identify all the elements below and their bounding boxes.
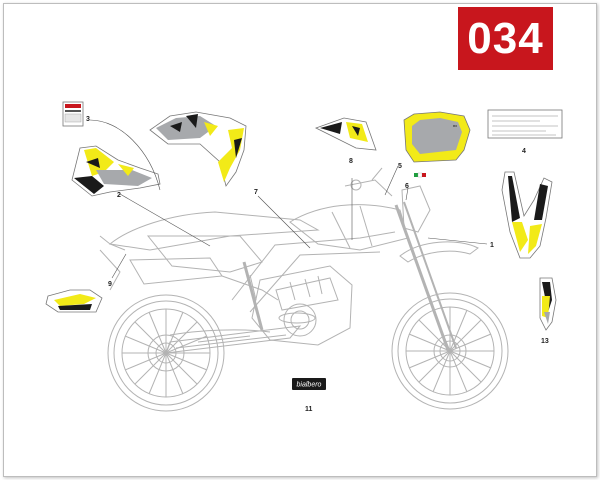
decal-4-info-label	[487, 109, 563, 139]
rear-wheel	[107, 294, 225, 412]
decal-11-bialbero-logo: bialbero	[292, 378, 326, 390]
decal-8-tank-graphic	[314, 117, 377, 151]
callout-13: 13	[541, 338, 549, 345]
leader-lines	[89, 119, 488, 279]
decal-2-shroud-graphic	[71, 145, 161, 197]
callout-7: 7	[254, 189, 258, 196]
decal-3-warning-label	[62, 101, 84, 127]
callout-4: 4	[522, 148, 526, 155]
decal-13-guard	[539, 277, 557, 331]
callout-3: 3	[86, 116, 90, 123]
callout-2: 2	[117, 192, 121, 199]
diagram-code-badge: 034	[458, 7, 553, 70]
bialbero-text: bialbero	[297, 382, 322, 389]
callout-1: 1	[490, 242, 494, 249]
decal-9-side-panel	[45, 289, 103, 313]
callout-11: 11	[305, 406, 313, 413]
decal-6-flag	[414, 172, 426, 178]
decal-7-radiator-graphic	[149, 111, 247, 187]
callout-9: 9	[108, 281, 112, 288]
motorcycle-drawing	[99, 167, 509, 412]
callout-6: 6	[405, 183, 409, 190]
svg-text:RX: RX	[453, 124, 457, 128]
callout-5: 5	[398, 163, 402, 170]
decal-5-front-plate: RX	[403, 111, 471, 163]
callout-numbers: 1 2 3 4 5 6 7 8 9 11 13	[86, 116, 549, 413]
front-wheel	[391, 292, 509, 410]
decal-1-fork-graphic	[501, 171, 553, 259]
diagram-frame	[3, 3, 597, 477]
callout-8: 8	[349, 158, 353, 165]
